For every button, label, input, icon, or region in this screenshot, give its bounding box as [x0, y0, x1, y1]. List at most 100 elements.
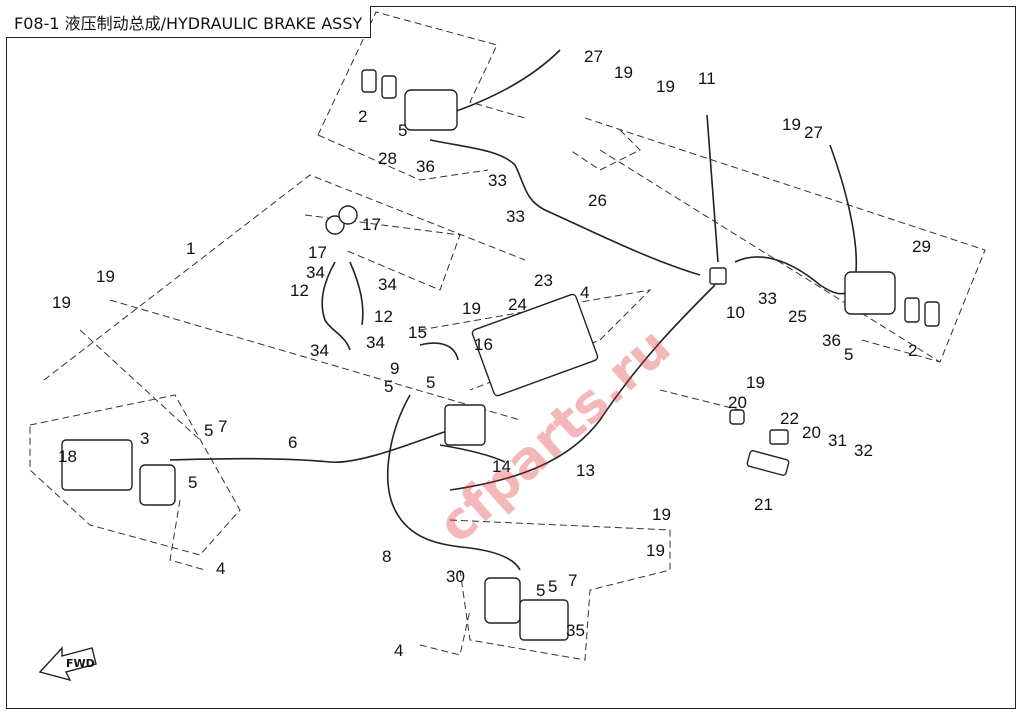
group-outline-rear-right	[584, 117, 986, 363]
callout-25: 25	[788, 307, 807, 326]
callout-12: 12	[290, 281, 309, 300]
callout-17: 17	[362, 215, 381, 234]
callout-8: 8	[382, 547, 391, 566]
callout-27: 27	[584, 47, 603, 66]
group-outline-line-5	[169, 499, 206, 571]
callout-32: 32	[854, 441, 873, 460]
caliper-28	[404, 89, 458, 131]
brake-hose-14	[439, 444, 506, 463]
brake-pipe-27b	[829, 144, 858, 281]
callout-23: 23	[534, 271, 553, 290]
callout-27: 27	[804, 123, 823, 142]
callout-5: 5	[844, 345, 853, 364]
callout-19: 19	[782, 115, 801, 134]
assembly-group-outlines	[29, 11, 986, 661]
reservoir-17b	[338, 205, 358, 225]
callout-34: 34	[366, 333, 385, 352]
group-outline-front-right	[317, 11, 526, 136]
callout-29: 29	[912, 237, 931, 256]
callout-22: 22	[780, 409, 799, 428]
callout-19: 19	[746, 373, 765, 392]
pad-set-18	[61, 439, 133, 491]
callout-4: 4	[394, 641, 403, 660]
callout-33: 33	[758, 289, 777, 308]
callout-12: 12	[374, 307, 393, 326]
callout-33: 33	[506, 207, 525, 226]
brake-pipe-27	[444, 49, 561, 116]
callout-34: 34	[306, 263, 325, 282]
group-outline-line-2	[79, 329, 201, 441]
callout-19: 19	[96, 267, 115, 286]
callout-7: 7	[568, 571, 577, 590]
callout-labels: 27 19 19 11 2 5 28 36 33 33 26 19 27 29 …	[52, 47, 931, 660]
callout-34: 34	[378, 275, 397, 294]
spring-22	[769, 429, 789, 445]
callout-1: 1	[186, 239, 195, 258]
brake-pipe-15	[419, 342, 459, 361]
callout-16: 16	[474, 335, 493, 354]
callout-2: 2	[908, 341, 917, 360]
callout-17: 17	[308, 243, 327, 262]
callout-14: 14	[492, 457, 511, 476]
pad-set-2-front-b	[381, 75, 397, 99]
callout-4: 4	[216, 559, 225, 578]
caliper-29	[844, 271, 896, 315]
group-outline-line-1	[109, 299, 521, 421]
callout-5: 5	[204, 421, 213, 440]
pedal-21	[746, 450, 790, 476]
tee-connector-10	[709, 267, 727, 285]
callout-19: 19	[652, 505, 671, 524]
callout-20: 20	[802, 423, 821, 442]
callout-15: 15	[408, 323, 427, 342]
callout-36: 36	[416, 157, 435, 176]
brake-hose-8	[386, 394, 521, 571]
brake-pipe-11	[706, 114, 719, 263]
callout-33: 33	[488, 171, 507, 190]
pad-set-35	[519, 599, 569, 641]
group-outline-line-4	[569, 129, 641, 171]
brake-pedal-unit	[444, 404, 486, 446]
callout-19: 19	[614, 63, 633, 82]
callout-18: 18	[58, 447, 77, 466]
group-outline-front-right-lower	[317, 134, 489, 181]
brake-hose-13	[449, 284, 716, 491]
brake-hose-12b	[349, 261, 364, 326]
callout-4: 4	[580, 283, 589, 302]
brake-hose-26	[429, 139, 701, 276]
fwd-label: FWD	[66, 657, 95, 670]
callout-11: 11	[698, 69, 716, 88]
brake-components	[61, 69, 940, 641]
callout-6: 6	[288, 433, 297, 452]
callout-5: 5	[548, 577, 557, 596]
callout-5: 5	[398, 121, 407, 140]
callout-31: 31	[828, 431, 847, 450]
callout-9: 9	[390, 359, 399, 378]
pad-set-2-rear	[904, 297, 920, 323]
callout-5: 5	[188, 473, 197, 492]
fwd-arrow-shape	[38, 646, 97, 682]
callout-34: 34	[310, 341, 329, 360]
callout-19: 19	[646, 541, 665, 560]
callout-2: 2	[358, 107, 367, 126]
pad-set-2-front	[361, 69, 377, 93]
group-outline-line-3	[659, 389, 741, 411]
callout-5: 5	[536, 581, 545, 600]
brake-hoses	[169, 49, 858, 571]
group-outline-rear-left	[449, 519, 671, 661]
group-outline-reservoir	[304, 214, 461, 291]
group-outline-line-6	[419, 609, 471, 656]
group-outline-master-lower	[29, 394, 241, 556]
master-cylinder-16	[471, 293, 599, 397]
callout-28: 28	[378, 149, 397, 168]
pad-set-2-rear-b	[924, 301, 940, 327]
caliper-30	[484, 577, 521, 624]
callout-20: 20	[728, 393, 747, 412]
group-outline-rear-right-lower	[599, 149, 941, 363]
fwd-arrow: FWD	[38, 646, 97, 682]
pivot-20	[729, 409, 745, 425]
reservoir-17a	[325, 215, 345, 235]
callout-24: 24	[508, 295, 527, 314]
callout-3: 3	[140, 429, 149, 448]
callout-5: 5	[426, 373, 435, 392]
